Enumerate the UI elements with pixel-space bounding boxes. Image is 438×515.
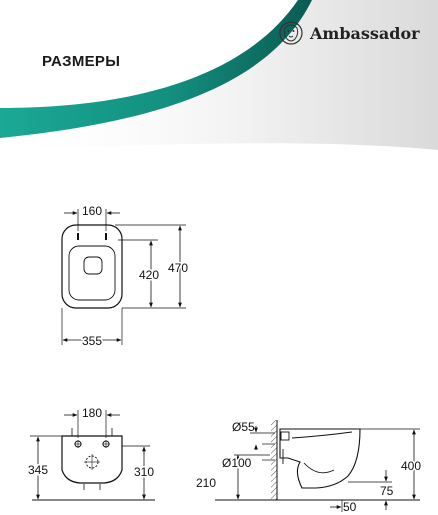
front-view-drawing bbox=[30, 410, 155, 501]
dim-side-pipe-small: Ø55 bbox=[232, 420, 255, 434]
brand-logo: Ambassador bbox=[278, 16, 420, 50]
dim-top-width-total: 355 bbox=[82, 334, 102, 348]
dim-top-height-total: 470 bbox=[168, 261, 188, 275]
front-view-outline bbox=[61, 435, 123, 484]
dim-side-depth-wall: 50 bbox=[343, 500, 357, 514]
dim-front-height-right: 310 bbox=[134, 465, 154, 479]
brand-name: Ambassador bbox=[310, 23, 420, 43]
side-view-drawing bbox=[215, 420, 420, 512]
dim-side-pipe-large: Ø100 bbox=[222, 456, 252, 470]
dim-side-height-outlet: 210 bbox=[196, 476, 216, 490]
header-banner bbox=[0, 0, 438, 150]
dim-top-height-inner: 420 bbox=[139, 268, 159, 282]
dim-side-height-total: 400 bbox=[401, 459, 421, 473]
top-view-drawing bbox=[61, 209, 186, 345]
section-title: РАЗМЕРЫ bbox=[42, 53, 121, 70]
top-view-bowl bbox=[68, 245, 116, 301]
dim-front-bolt-spacing: 180 bbox=[82, 406, 102, 420]
top-view-outline bbox=[61, 224, 123, 309]
dim-side-height-bottom: 75 bbox=[380, 484, 394, 498]
dim-front-height-left: 345 bbox=[28, 463, 48, 477]
header-swoosh bbox=[0, 0, 438, 150]
dim-top-width: 160 bbox=[82, 204, 102, 218]
side-view-bowl bbox=[279, 428, 361, 489]
top-view-seat bbox=[83, 256, 103, 275]
lion-crest-icon bbox=[279, 21, 303, 45]
